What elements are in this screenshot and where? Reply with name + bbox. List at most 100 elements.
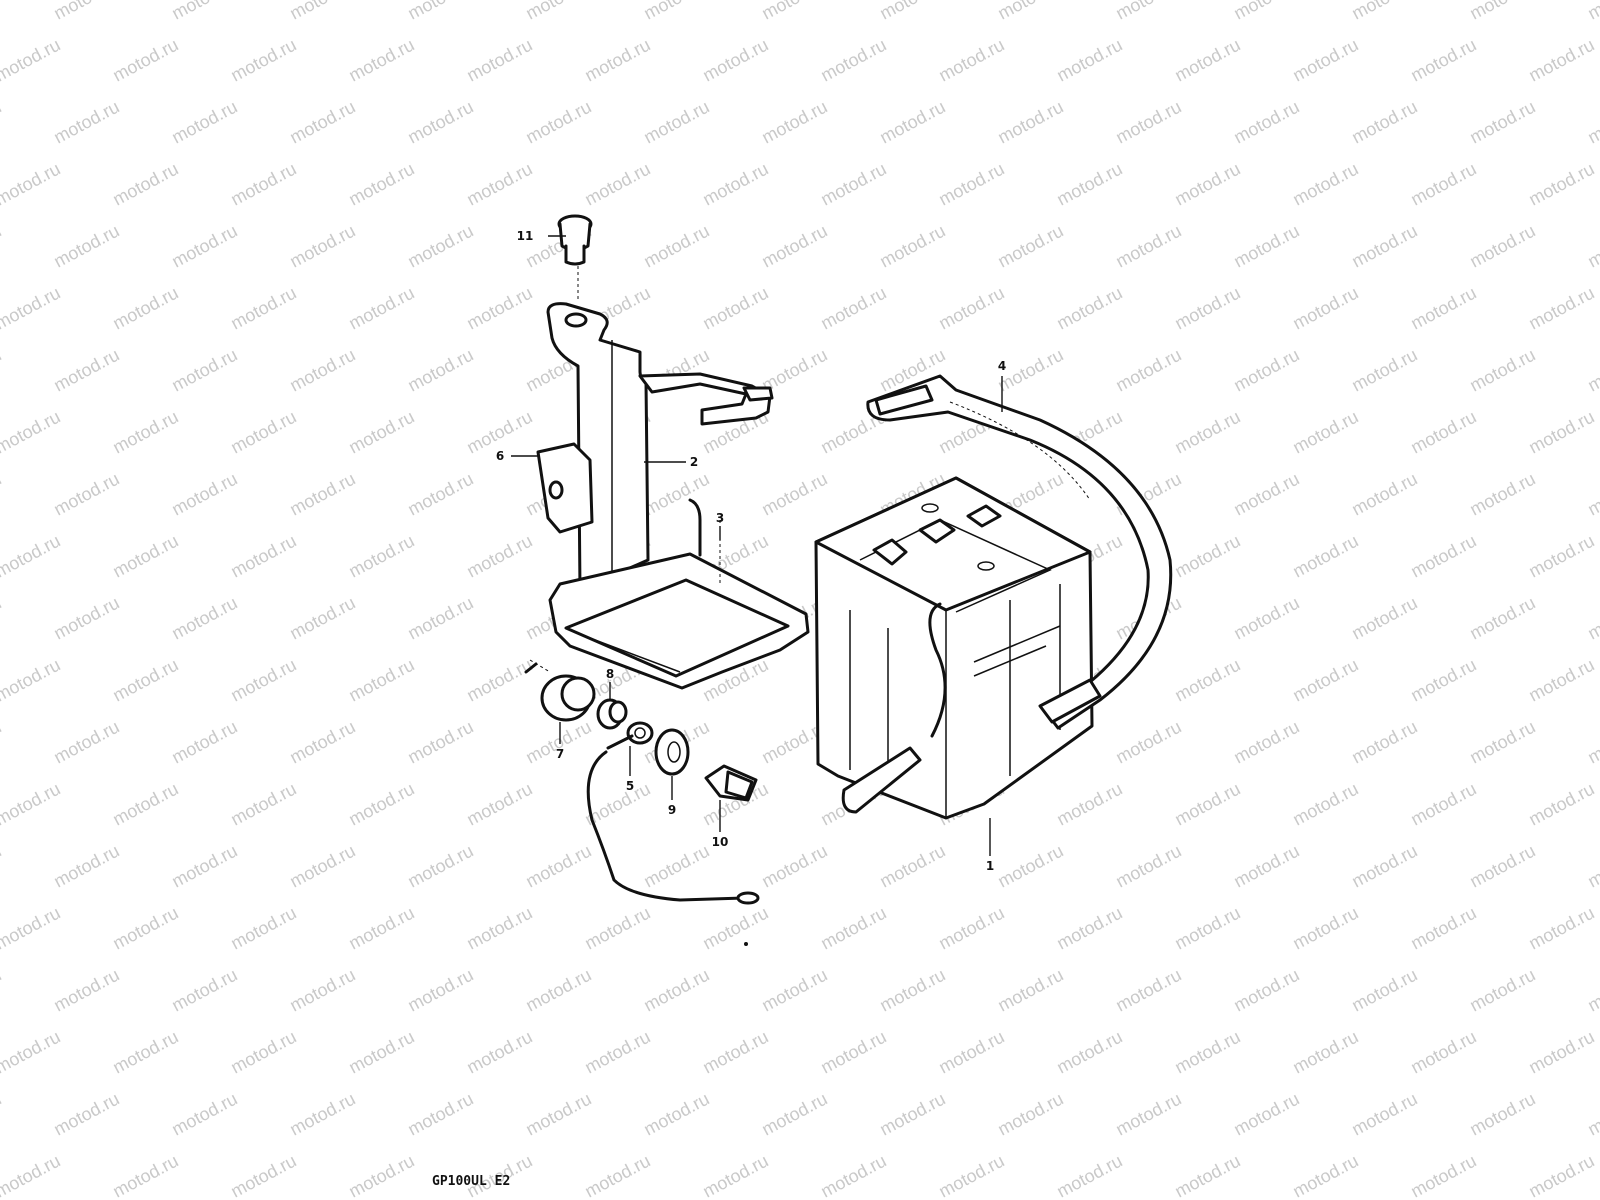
watermark-text: motod.ru bbox=[463, 159, 535, 210]
watermark-text: motod.ru bbox=[1289, 407, 1361, 458]
watermark-text: motod.ru bbox=[1466, 0, 1538, 24]
watermark-text: motod.ru bbox=[404, 593, 476, 644]
watermark-text: motod.ru bbox=[994, 1089, 1066, 1140]
watermark-text: motod.ru bbox=[817, 159, 889, 210]
watermark-text: motod.ru bbox=[168, 469, 240, 520]
watermark-text: motod.ru bbox=[0, 407, 64, 458]
watermark-text: motod.ru bbox=[168, 1089, 240, 1140]
watermark-text: motod.ru bbox=[758, 97, 830, 148]
watermark-text: motod.ru bbox=[581, 903, 653, 954]
watermark-text: motod.ru bbox=[345, 1027, 417, 1078]
watermark-text: motod.ru bbox=[1289, 1027, 1361, 1078]
watermark-text: motod.ru bbox=[758, 1089, 830, 1140]
watermark-text: motod.ru bbox=[1171, 35, 1243, 86]
battery-holder-bracket-part bbox=[546, 302, 774, 592]
watermark-text: motod.ru bbox=[994, 97, 1066, 148]
watermark-text: motod.ru bbox=[345, 655, 417, 706]
watermark-text: motod.ru bbox=[1466, 221, 1538, 272]
watermark-text: motod.ru bbox=[50, 1089, 122, 1140]
callout-10: 10 bbox=[712, 835, 729, 849]
watermark-text: motod.ru bbox=[1407, 35, 1479, 86]
callout-8: 8 bbox=[606, 667, 614, 681]
watermark-text: motod.ru bbox=[1230, 965, 1302, 1016]
watermark-text: motod.ru bbox=[1289, 655, 1361, 706]
watermark-text: motod.ru bbox=[1407, 407, 1479, 458]
watermark-text: motod.ru bbox=[1289, 903, 1361, 954]
watermark-text: motod.ru bbox=[1053, 1151, 1125, 1200]
watermark-text: motod.ru bbox=[286, 97, 358, 148]
watermark-text: motod.ru bbox=[1525, 159, 1597, 210]
watermark-text: motod.ru bbox=[1348, 345, 1420, 396]
watermark-text: motod.ru bbox=[758, 469, 830, 520]
watermark-text: motod.ru bbox=[0, 283, 64, 334]
watermark-text: motod.ru bbox=[699, 1027, 771, 1078]
watermark-text: motod.ru bbox=[227, 407, 299, 458]
watermark-text: motod.ru bbox=[1112, 221, 1184, 272]
watermark-text: motod.ru bbox=[1584, 469, 1600, 520]
watermark-text: motod.ru bbox=[0, 717, 5, 768]
diagram-caption: GP100UL E2 bbox=[432, 1174, 510, 1189]
watermark-text: motod.ru bbox=[109, 159, 181, 210]
watermark-text: motod.ru bbox=[1466, 717, 1538, 768]
watermark-text: motod.ru bbox=[817, 35, 889, 86]
watermark-text: motod.ru bbox=[109, 655, 181, 706]
watermark-text: motod.ru bbox=[581, 35, 653, 86]
watermark-text: motod.ru bbox=[0, 159, 64, 210]
watermark-text: motod.ru bbox=[0, 655, 64, 706]
watermark-text: motod.ru bbox=[227, 1151, 299, 1200]
watermark-text: motod.ru bbox=[876, 841, 948, 892]
watermark-text: motod.ru bbox=[1407, 531, 1479, 582]
watermark-text: motod.ru bbox=[463, 283, 535, 334]
watermark-text: motod.ru bbox=[1584, 593, 1600, 644]
watermark-text: motod.ru bbox=[109, 283, 181, 334]
watermark-text: motod.ru bbox=[1525, 655, 1597, 706]
watermark-text: motod.ru bbox=[522, 1089, 594, 1140]
watermark-text: motod.ru bbox=[404, 717, 476, 768]
watermark-text: motod.ru bbox=[227, 655, 299, 706]
watermark-text: motod.ru bbox=[1584, 1089, 1600, 1140]
watermark-text: motod.ru bbox=[0, 221, 5, 272]
watermark-text: motod.ru bbox=[1466, 841, 1538, 892]
watermark-text: motod.ru bbox=[463, 655, 535, 706]
watermark-text: motod.ru bbox=[286, 469, 358, 520]
watermark-text: motod.ru bbox=[876, 221, 948, 272]
watermark-text: motod.ru bbox=[0, 531, 64, 582]
watermark-text: motod.ru bbox=[935, 903, 1007, 954]
watermark-text: motod.ru bbox=[1053, 35, 1125, 86]
watermark-text: motod.ru bbox=[463, 779, 535, 830]
watermark-text: motod.ru bbox=[1348, 1089, 1420, 1140]
watermark-text: motod.ru bbox=[404, 469, 476, 520]
watermark-text: motod.ru bbox=[876, 1089, 948, 1140]
watermark-text: motod.ru bbox=[1112, 965, 1184, 1016]
watermark-text: motod.ru bbox=[1230, 841, 1302, 892]
callout-3: 3 bbox=[716, 511, 724, 525]
watermark-text: motod.ru bbox=[1230, 1089, 1302, 1140]
watermark-text: motod.ru bbox=[1171, 407, 1243, 458]
watermark-text: motod.ru bbox=[109, 1027, 181, 1078]
watermark-text: motod.ru bbox=[994, 841, 1066, 892]
ground-wire-part bbox=[586, 721, 760, 905]
watermark-text: motod.ru bbox=[1525, 1027, 1597, 1078]
watermark-text: motod.ru bbox=[404, 97, 476, 148]
watermark-text: motod.ru bbox=[0, 903, 64, 954]
watermark-text: motod.ru bbox=[168, 593, 240, 644]
watermark-text: motod.ru bbox=[50, 97, 122, 148]
watermark-text: motod.ru bbox=[227, 283, 299, 334]
watermark-text: motod.ru bbox=[1525, 407, 1597, 458]
watermark-text: motod.ru bbox=[1171, 1027, 1243, 1078]
watermark-text: motod.ru bbox=[699, 159, 771, 210]
watermark-text: motod.ru bbox=[404, 221, 476, 272]
watermark-text: motod.ru bbox=[168, 0, 240, 24]
watermark-text: motod.ru bbox=[1112, 717, 1184, 768]
watermark-text: motod.ru bbox=[286, 593, 358, 644]
watermark-text: motod.ru bbox=[522, 0, 594, 24]
watermark-text: motod.ru bbox=[758, 221, 830, 272]
watermark-text: motod.ru bbox=[994, 965, 1066, 1016]
watermark-text: motod.ru bbox=[1230, 345, 1302, 396]
watermark-text: motod.ru bbox=[286, 221, 358, 272]
watermark-text: motod.ru bbox=[1348, 221, 1420, 272]
watermark-text: motod.ru bbox=[1407, 779, 1479, 830]
watermark-text: motod.ru bbox=[286, 965, 358, 1016]
